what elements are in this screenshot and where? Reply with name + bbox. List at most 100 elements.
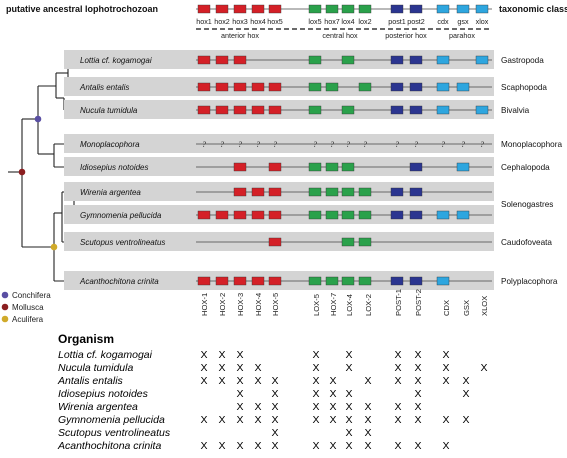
gene-box-lox5 <box>308 210 322 220</box>
organism-name: Scutopus ventrolineatus <box>58 427 171 439</box>
gene-box-hox3 <box>233 162 247 172</box>
presence-mark: X <box>345 427 352 439</box>
gene-box-hox3 <box>233 55 247 65</box>
presence-mark: X <box>236 375 243 387</box>
column-header: HOX-2 <box>218 293 227 316</box>
ancestral-gene-lox2 <box>358 4 372 14</box>
presence-mark: X <box>236 388 243 400</box>
species-name: Monoplacophora <box>80 140 140 149</box>
gene-box-hox5 <box>268 210 282 220</box>
column-header: HOX-3 <box>236 293 245 316</box>
gene-box-lox4 <box>341 55 355 65</box>
presence-mark: X <box>394 375 401 387</box>
presence-mark: X <box>414 440 421 452</box>
gene-box-gsx <box>456 82 470 92</box>
organism-name: Idiosepius notoides <box>58 388 149 400</box>
presence-mark: X <box>414 375 421 387</box>
presence-mark: X <box>312 375 319 387</box>
presence-mark: X <box>442 440 449 452</box>
presence-mark: X <box>345 362 352 374</box>
presence-mark: X <box>345 349 352 361</box>
gene-box-lox5 <box>308 187 322 197</box>
unknown-gene-mark: ? <box>273 140 277 149</box>
presence-mark: X <box>271 388 278 400</box>
gene-box-hox2 <box>215 105 229 115</box>
presence-mark: X <box>312 388 319 400</box>
gene-label-hox3: hox3 <box>232 17 248 26</box>
organism-name: Antalis entalis <box>57 375 124 387</box>
gene-box-hox3 <box>233 105 247 115</box>
presence-mark: X <box>236 349 243 361</box>
gene-box-post2 <box>409 55 423 65</box>
gene-panel-row: Antalis entalis <box>64 77 494 96</box>
gene-box-lox5 <box>308 82 322 92</box>
gene-panel-row: Lottia cf. kogamogai <box>64 50 494 69</box>
presence-mark: X <box>218 440 225 452</box>
taxon-class-label: Monoplacophora <box>501 140 562 149</box>
presence-mark: X <box>312 401 319 413</box>
gene-box-lox4 <box>341 105 355 115</box>
gene-box-lox2 <box>358 237 372 247</box>
gene-box-lox5 <box>308 55 322 65</box>
ancestral-gene-lox5 <box>308 4 322 14</box>
gene-box-hox2 <box>215 210 229 220</box>
ancestral-gene-gsx <box>456 4 470 14</box>
presence-mark: X <box>329 401 336 413</box>
gene-box-lox2 <box>358 276 372 286</box>
node-aculifera <box>50 243 58 251</box>
gene-box-xlox <box>475 55 489 65</box>
gene-label-gsx: gsx <box>457 17 469 26</box>
gene-box-lox5 <box>308 162 322 172</box>
gene-box-hox5 <box>268 237 282 247</box>
gene-box-hox7 <box>325 82 339 92</box>
column-header: HOX-7 <box>329 293 338 316</box>
gene-box-post2 <box>409 162 423 172</box>
taxon-class-label: Gastropoda <box>501 56 544 65</box>
species-name: Wirenia argentea <box>80 188 141 197</box>
gene-box-hox5 <box>268 105 282 115</box>
gene-box-lox2 <box>358 82 372 92</box>
ancestral-gene-post2 <box>409 4 423 14</box>
taxon-class-label: Bivalvia <box>501 106 530 115</box>
species-name: Scutopus ventrolineatus <box>80 238 165 247</box>
gene-label-lox4: lox4 <box>341 17 354 26</box>
presence-mark: X <box>462 388 469 400</box>
presence-mark: X <box>254 414 261 426</box>
gene-box-post2 <box>409 187 423 197</box>
column-header: HOX-5 <box>271 293 280 316</box>
taxon-class-label: Scaphopoda <box>501 83 547 92</box>
gene-box-post2 <box>409 105 423 115</box>
legend-dot <box>1 291 9 299</box>
column-header: LOX-5 <box>312 294 321 316</box>
gene-box-cdx <box>436 105 450 115</box>
gene-box-lox4 <box>341 162 355 172</box>
legend-dot <box>1 303 9 311</box>
presence-mark: X <box>345 401 352 413</box>
legend-label: Conchifera <box>12 291 51 300</box>
presence-mark: X <box>364 414 371 426</box>
gene-box-hox1 <box>197 55 211 65</box>
gene-label-lox2: lox2 <box>358 17 371 26</box>
gene-box-hox7 <box>325 187 339 197</box>
presence-mark: X <box>254 440 261 452</box>
presence-mark: X <box>236 362 243 374</box>
gene-box-hox7 <box>325 210 339 220</box>
unknown-gene-mark: ? <box>220 140 224 149</box>
column-header: POST-2 <box>414 289 423 316</box>
header-title: putative ancestral lophotrochozoan <box>6 4 158 14</box>
presence-mark: X <box>271 375 278 387</box>
gene-panel-row: Idiosepius notoides <box>64 157 494 176</box>
presence-mark: X <box>200 414 207 426</box>
gene-box-post1 <box>390 187 404 197</box>
gene-box-post2 <box>409 210 423 220</box>
column-header: GSX <box>462 300 471 316</box>
presence-mark: X <box>200 375 207 387</box>
presence-mark: X <box>414 401 421 413</box>
gene-box-lox5 <box>308 276 322 286</box>
gene-box-hox1 <box>197 210 211 220</box>
presence-mark: X <box>312 414 319 426</box>
presence-mark: X <box>414 349 421 361</box>
